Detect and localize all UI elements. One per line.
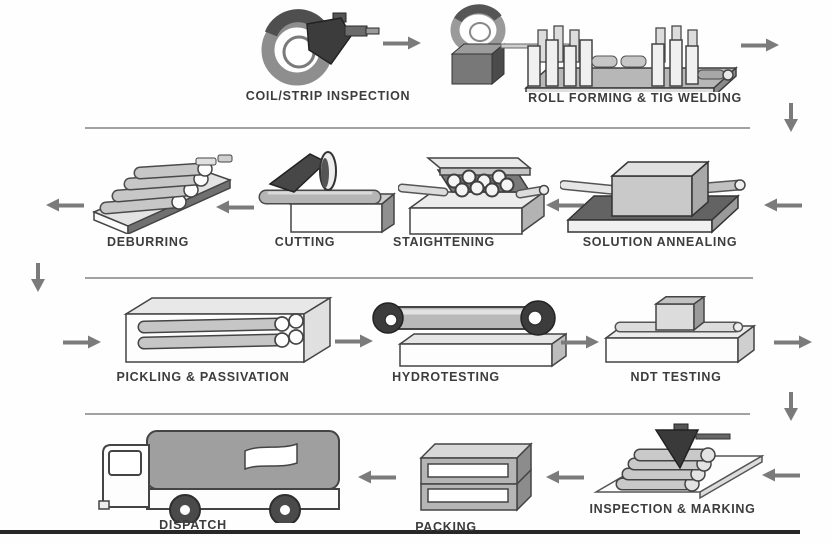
stage-label-ndt-testing: NDT TESTING (630, 370, 722, 384)
row-divider-3 (85, 413, 750, 415)
arrow-left-icon (358, 469, 398, 485)
arrow-down-icon (30, 262, 46, 292)
arrow-left-icon (546, 197, 586, 213)
stage-label-packing: PACKING (415, 520, 477, 534)
row-divider-2 (85, 277, 753, 279)
arrow-right-icon (61, 334, 101, 350)
stage-label-cutting: CUTTING (274, 235, 336, 249)
pickling-passivation-icon (112, 292, 334, 373)
arrow-right-icon (559, 334, 599, 350)
arrow-down-icon (783, 391, 799, 421)
stage-label-hydrotesting: HYDROTESTING (392, 370, 500, 384)
deburring-icon (88, 142, 233, 239)
stage-label-inspection-marking: INSPECTION & MARKING (589, 502, 756, 516)
solution-annealing-icon (559, 148, 750, 245)
inspection-marking-icon (592, 422, 765, 507)
arrow-left-icon (46, 197, 86, 213)
row-divider-1 (85, 127, 750, 129)
ndt-testing-icon (598, 295, 763, 371)
stage-label-roll-forming-tig-welding: ROLL FORMING & TIG WELDING (528, 91, 742, 105)
arrow-right-icon (333, 333, 373, 349)
dispatch-truck-icon (95, 423, 345, 528)
stage-label-pickling-passivation: PICKLING & PASSIVATION (116, 370, 290, 384)
staightening-icon (397, 148, 550, 243)
bottom-border-line (0, 530, 800, 534)
stage-label-dispatch: DISPATCH (159, 518, 227, 532)
arrow-left-icon (764, 197, 804, 213)
arrow-right-icon (381, 35, 421, 51)
arrow-left-icon (762, 467, 802, 483)
roll-forming-tig-welding-icon (440, 2, 748, 98)
stage-label-coil-strip-inspection: COIL/STRIP INSPECTION (245, 89, 411, 103)
cutting-icon (256, 146, 397, 243)
hydrotesting-icon (372, 288, 569, 375)
stage-label-deburring: DEBURRING (107, 235, 189, 249)
coil-strip-inspection-icon (245, 6, 380, 96)
arrow-down-icon (783, 102, 799, 132)
arrow-right-icon (739, 37, 779, 53)
packing-icon (413, 438, 543, 521)
arrow-left-icon (546, 469, 586, 485)
arrow-right-icon (772, 334, 812, 350)
stage-label-solution-annealing: SOLUTION ANNEALING (582, 235, 738, 249)
arrow-left-icon (216, 199, 256, 215)
stage-label-staightening: STAIGHTENING (393, 235, 495, 249)
